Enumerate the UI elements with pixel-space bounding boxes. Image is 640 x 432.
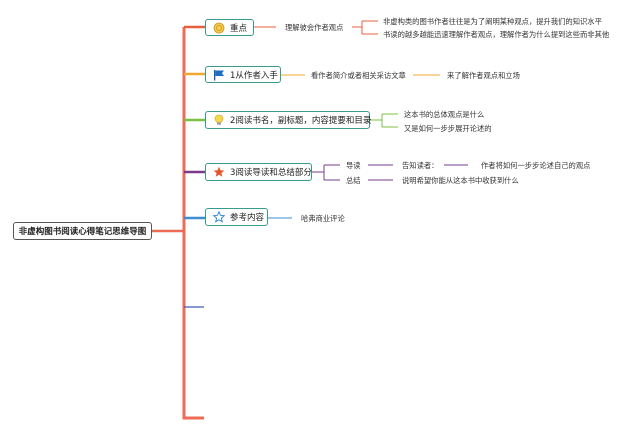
root-node[interactable]: 非虚构图书阅读心得笔记思维导图 <box>13 222 152 240</box>
star-outline-icon <box>213 211 225 223</box>
row-key: 总结 <box>346 176 361 185</box>
bulb-icon <box>214 114 224 125</box>
leaf-text: 又是如何一步步展开论述的 <box>404 124 492 133</box>
line-b1-leaf <box>352 20 378 35</box>
branch-node-author[interactable]: 1从作者入手 <box>205 66 281 83</box>
branch-node-references[interactable]: 参考内容 <box>205 208 268 226</box>
row-detail: 作者将如何一步步论述自己的观点 <box>481 161 591 170</box>
star-icon <box>213 166 225 177</box>
branch-node-key-points[interactable]: 重点 <box>205 19 254 36</box>
branch-node-title-toc[interactable]: 2阅读书名，副标题，内容提要和目录 <box>205 111 372 129</box>
medal-icon <box>213 22 225 33</box>
branch-label: 重点 <box>230 23 248 34</box>
row-value: 说明希望你能从这本书中收获到什么 <box>402 176 519 185</box>
row-value: 告知读者： <box>402 161 439 170</box>
trunk-vertical <box>182 27 204 420</box>
branch-label: 2阅读书名，副标题，内容提要和目录 <box>230 116 372 126</box>
branch-label: 1从作者入手 <box>230 70 278 81</box>
leaf-text: 书读的越多越能迅速理解作者观点，理解作者为什么提到这些而非其他 <box>383 30 610 39</box>
branch-node-intro-summary[interactable]: 3阅读导读和总结部分 <box>205 163 312 181</box>
subtopic-text: 哈弗商业评论 <box>301 214 345 223</box>
row-key: 导读 <box>346 161 361 170</box>
subtopic-text: 看作者简介或者相关采访文章 <box>311 71 406 80</box>
branch-label: 3阅读导读和总结部分 <box>230 168 312 178</box>
leaf-text: 这本书的总体观点是什么 <box>404 110 485 119</box>
flag-icon <box>214 69 224 80</box>
leaf-text: 来了解作者观点和立场 <box>447 71 520 80</box>
line-b4 <box>312 164 340 181</box>
leaf-text: 非虚构类的图书作者往往是为了阐明某种观点，提升我们的知识水平 <box>383 17 602 26</box>
line-b3 <box>370 113 398 128</box>
subtopic-text: 理解彼会作者观点 <box>285 23 344 32</box>
branch-label: 参考内容 <box>230 213 265 223</box>
